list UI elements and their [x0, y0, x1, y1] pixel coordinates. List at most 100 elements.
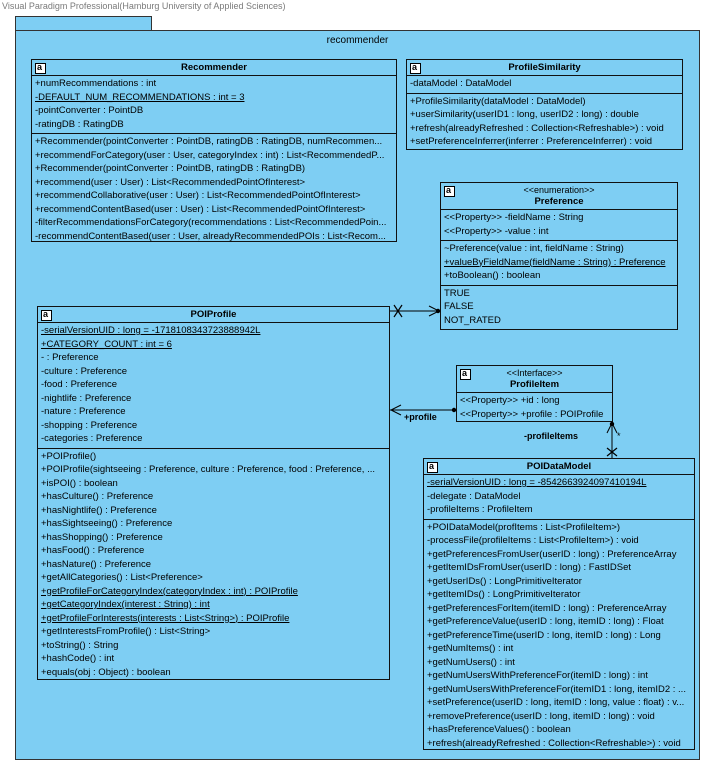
operation-row[interactable]: +equals(obj : Object) : boolean	[41, 666, 171, 678]
attribute-row[interactable]: -serialVersionUID : long = -171810834372…	[41, 325, 261, 336]
operation-row[interactable]: +getNumUsers() : int	[427, 656, 515, 668]
class-profile-similarity[interactable]: ProfileSimilarity -dataModel : DataModel…	[406, 59, 683, 150]
operation-row[interactable]: +setPreferenceInferrer(inferrer : Prefer…	[410, 136, 653, 147]
operation-row[interactable]: ~Preference(value : int, fieldName : Str…	[444, 243, 624, 254]
attribute-row[interactable]: <<Property>> -value : int	[444, 225, 549, 237]
operation-row[interactable]: +getPreferencesFromUser(userID : long) :…	[427, 548, 677, 560]
class-stereotype: <<Interface>>	[506, 368, 563, 378]
attribute-row[interactable]: -dataModel : DataModel	[410, 78, 512, 89]
attribute-row[interactable]: <<Property>> -fieldName : String	[444, 212, 584, 223]
operation-row[interactable]: +hasNature() : Preference	[41, 558, 152, 570]
attribute-row[interactable]: -nightlife : Preference	[41, 392, 132, 404]
attributes-section: <<Property>> -fieldName : String <<Prope…	[441, 210, 677, 241]
operation-row[interactable]: +Recommender(pointConverter : PointDB, r…	[35, 136, 383, 147]
operation-row[interactable]: +getProfileForCategoryIndex(categoryInde…	[41, 585, 298, 597]
operation-row[interactable]: +recommendCollaborative(user : User) : L…	[35, 190, 361, 201]
operation-row[interactable]: +getNumUsersWithPreferenceFor(itemID1 : …	[427, 683, 686, 695]
literals-section: TRUE FALSE NOT_RATED	[441, 286, 677, 330]
class-icon	[427, 461, 438, 473]
attribute-row[interactable]: -categories : Preference	[41, 433, 143, 444]
association-profileitem-poiprofile[interactable]	[389, 404, 457, 416]
association-poiprofile-preference[interactable]	[390, 304, 441, 318]
attribute-row[interactable]: -culture : Preference	[41, 365, 128, 377]
enum-literal[interactable]: FALSE	[444, 301, 474, 312]
attribute-row[interactable]: <<Property>> +id : long	[460, 395, 560, 406]
attribute-row[interactable]: -profileItems : ProfileItem	[427, 504, 533, 515]
class-profile-item[interactable]: <<Interface>> ProfileItem <<Property>> +…	[456, 365, 613, 422]
class-recommender[interactable]: Recommender +numRecommendations : int -D…	[31, 59, 397, 242]
operation-row[interactable]: +getProfileForInterests(interests : List…	[41, 612, 290, 624]
class-poi-data-model[interactable]: POIDataModel -serialVersionUID : long = …	[423, 458, 695, 750]
attribute-row[interactable]: +numRecommendations : int	[35, 78, 157, 89]
class-name: Recommender	[181, 62, 247, 73]
operation-row[interactable]: +recommend(user : User) : List<Recommend…	[35, 176, 306, 188]
operation-row[interactable]: +valueByFieldName(fieldName : String) : …	[444, 256, 666, 268]
attribute-row[interactable]: -food : Preference	[41, 379, 118, 390]
attribute-row[interactable]: -nature : Preference	[41, 406, 126, 417]
attribute-row[interactable]: -serialVersionUID : long = -854266392409…	[427, 477, 647, 488]
class-header: <<Interface>> ProfileItem	[457, 366, 612, 393]
class-poi-profile[interactable]: POIProfile -serialVersionUID : long = -1…	[37, 306, 390, 680]
class-header: POIDataModel	[424, 459, 694, 475]
operation-row[interactable]: +getAllCategories() : List<Preference>	[41, 572, 203, 583]
operation-row[interactable]: +toBoolean() : boolean	[444, 270, 541, 281]
enum-literal[interactable]: NOT_RATED	[444, 314, 501, 326]
operation-row[interactable]: -recommendContentBased(user : User, alre…	[35, 230, 386, 242]
operation-row[interactable]: +userSimilarity(userID1 : long, userID2 …	[410, 109, 639, 120]
operation-row[interactable]: +getInterestsFromProfile() : List<String…	[41, 626, 211, 637]
attribute-row[interactable]: -ratingDB : RatingDB	[35, 118, 124, 130]
operation-row[interactable]: +toString() : String	[41, 639, 119, 651]
class-header: <<enumeration>> Preference	[441, 183, 677, 210]
operations-section: ~Preference(value : int, fieldName : Str…	[441, 241, 677, 286]
operation-row[interactable]: +POIDataModel(profItems : List<ProfileIt…	[427, 521, 620, 533]
attribute-row[interactable]: - : Preference	[41, 352, 99, 363]
operation-row[interactable]: +POIProfile()	[41, 450, 97, 462]
operation-row[interactable]: +isPOI() : boolean	[41, 477, 118, 489]
operation-row[interactable]: +recommendForCategory(user : User, categ…	[35, 149, 385, 161]
operation-row[interactable]: +Recommender(pointConverter : PointDB, r…	[35, 163, 306, 174]
operation-row[interactable]: +recommendContentBased(user : User) : Li…	[35, 203, 366, 215]
operation-row[interactable]: +getPreferenceTime(userID : long, itemID…	[427, 629, 661, 641]
operation-row[interactable]: -processFile(profileItems : List<Profile…	[427, 535, 639, 546]
attribute-row[interactable]: -DEFAULT_NUM_RECOMMENDATIONS : int = 3	[35, 91, 245, 103]
enum-literal[interactable]: TRUE	[444, 287, 470, 299]
operation-row[interactable]: +getNumItems() : int	[427, 643, 514, 654]
class-icon	[410, 62, 421, 74]
watermark-text: Visual Paradigm Professional(Hamburg Uni…	[2, 1, 286, 11]
operation-row[interactable]: +hasPreferenceValues() : boolean	[427, 724, 571, 735]
ownership-dot-icon	[435, 308, 441, 314]
operation-row[interactable]: +getPreferencesForItem(itemID : long) : …	[427, 602, 667, 614]
operation-row[interactable]: +setPreference(userID : long, itemID : l…	[427, 697, 685, 708]
operation-row[interactable]: +refresh(alreadyRefreshed : Collection<R…	[427, 737, 681, 749]
operation-row[interactable]: +hasSightseeing() : Preference	[41, 518, 173, 529]
attribute-row[interactable]: <<Property>> +profile : POIProfile	[460, 408, 604, 420]
operation-row[interactable]: +getItemIDs() : LongPrimitiveIterator	[427, 589, 581, 600]
operation-row[interactable]: +getNumUsersWithPreferenceFor(itemID : l…	[427, 670, 648, 681]
class-icon	[444, 185, 455, 197]
operation-row[interactable]: +refresh(alreadyRefreshed : Collection<R…	[410, 122, 664, 134]
class-preference[interactable]: <<enumeration>> Preference <<Property>> …	[440, 182, 678, 330]
operation-row[interactable]: +getItemIDsFromUser(userID : long) : Fas…	[427, 562, 632, 573]
class-icon	[460, 368, 471, 380]
association-poidatamodel-profileitem[interactable]	[606, 421, 618, 458]
operation-row[interactable]: +hasCulture() : Preference	[41, 491, 154, 502]
operation-row[interactable]: +hasFood() : Preference	[41, 545, 145, 556]
association-multiplicity: *	[617, 431, 621, 441]
operation-row[interactable]: +hasShopping() : Preference	[41, 531, 163, 543]
attribute-row[interactable]: -pointConverter : PointDB	[35, 105, 144, 116]
operation-row[interactable]: -filterRecommendationsForCategory(recomm…	[35, 217, 387, 228]
operation-row[interactable]: +getPreferenceValue(userID : long, itemI…	[427, 616, 664, 627]
operation-row[interactable]: +getCategoryIndex(interest : String) : i…	[41, 599, 210, 610]
operation-row[interactable]: +hashCode() : int	[41, 653, 115, 664]
attribute-row[interactable]: -delegate : DataModel	[427, 490, 521, 502]
operation-row[interactable]: +ProfileSimilarity(dataModel : DataModel…	[410, 95, 586, 107]
attribute-row[interactable]: +CATEGORY_COUNT : int = 6	[41, 338, 172, 350]
class-icon	[41, 309, 52, 321]
operation-row[interactable]: +POIProfile(sightseeing : Preference, cu…	[41, 464, 375, 475]
operation-row[interactable]: +removePreference(userID : long, itemID …	[427, 710, 655, 722]
non-navigable-x-mark	[606, 447, 618, 457]
operation-row[interactable]: +getUserIDs() : LongPrimitiveIterator	[427, 575, 582, 587]
operation-row[interactable]: +hasNightlife() : Preference	[41, 504, 157, 516]
attribute-row[interactable]: -shopping : Preference	[41, 419, 138, 431]
